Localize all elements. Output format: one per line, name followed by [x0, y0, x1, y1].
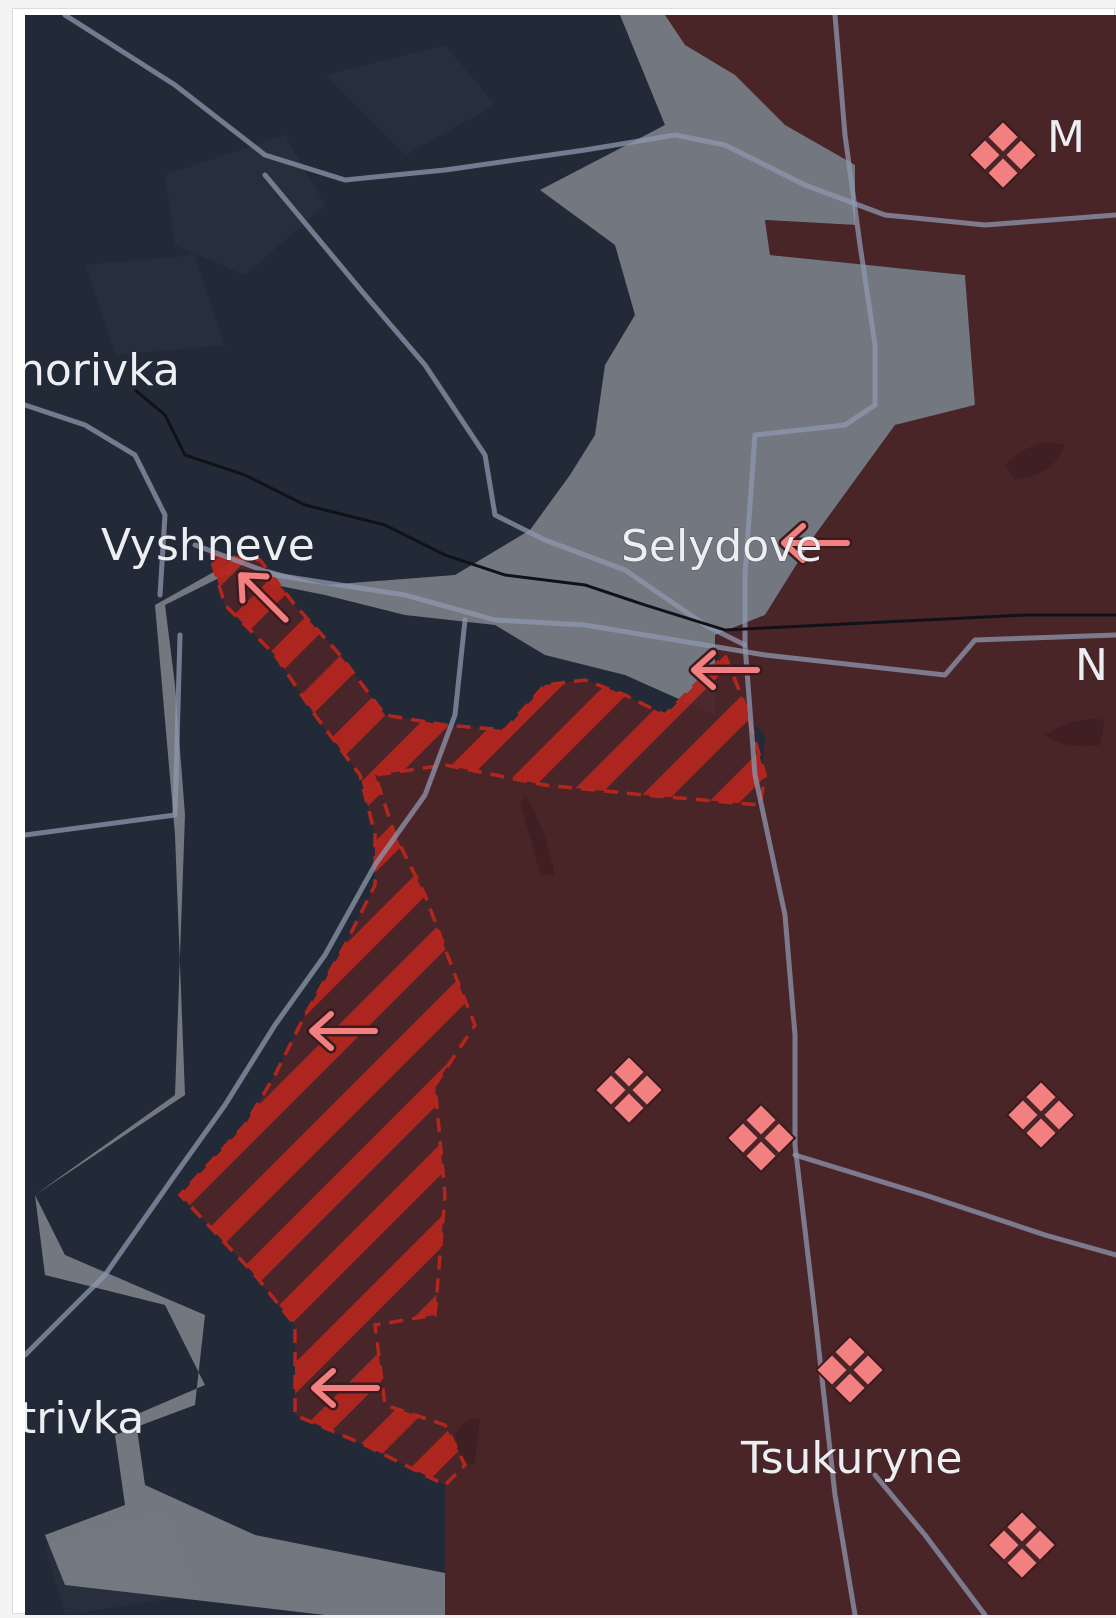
label-right-partial: N: [1075, 640, 1108, 691]
road-network: [25, 15, 1116, 1615]
label-selydove: Selydove: [621, 521, 822, 572]
label-bottom-left-partial: trivka: [25, 1393, 144, 1444]
label-top-right-partial: M: [1047, 112, 1085, 163]
occupied-terrain-texture: [455, 442, 1105, 1465]
label-vyshneve: Vyshneve: [101, 520, 315, 571]
river: [134, 388, 1116, 632]
advance-hatched-area: [177, 552, 767, 1488]
label-tsukuryne: Tsukuryne: [740, 1433, 963, 1484]
map-labels: M horivka Vyshneve Selydove N Tsukuryne …: [25, 111, 1109, 1485]
map-canvas[interactable]: M horivka Vyshneve Selydove N Tsukuryne …: [25, 15, 1116, 1615]
occupied-territory: [375, 15, 1116, 1615]
contested-gray-zone: [35, 15, 975, 1615]
label-orikhivka: horivka: [25, 345, 180, 396]
